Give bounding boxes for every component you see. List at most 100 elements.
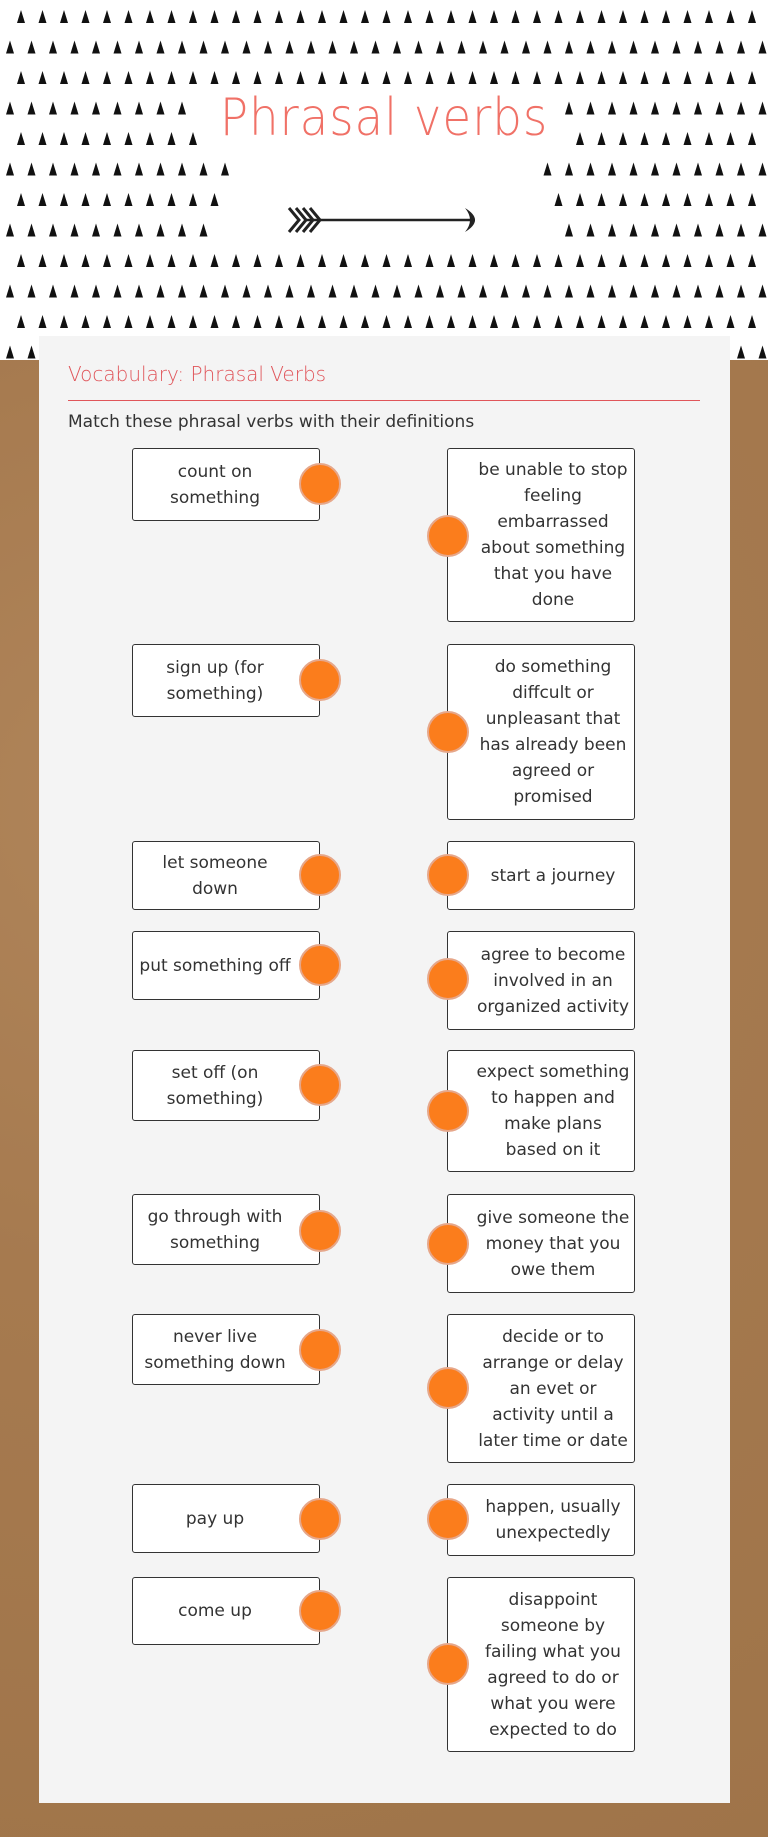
triangle-mark: [629, 40, 638, 54]
triangle-mark: [404, 10, 412, 23]
term-connector-handle[interactable]: [299, 944, 341, 986]
triangle-mark: [70, 101, 79, 115]
triangle-mark: [264, 40, 272, 54]
triangle-mark: [189, 10, 197, 23]
definition-connector-handle[interactable]: [427, 1498, 469, 1540]
triangle-mark: [468, 315, 477, 328]
triangle-mark: [608, 223, 616, 237]
term-label: come up: [178, 1601, 252, 1621]
term-connector-handle[interactable]: [299, 1064, 341, 1106]
definition-card[interactable]: be unable to stop feeling embarrassed ab…: [447, 448, 635, 622]
triangle-mark: [726, 132, 735, 145]
definition-connector-handle[interactable]: [427, 1090, 469, 1132]
triangle-mark: [447, 254, 455, 267]
triangle-mark: [113, 40, 122, 54]
term-connector-handle[interactable]: [299, 1590, 341, 1632]
definition-connector-handle[interactable]: [427, 711, 469, 753]
term-connector-handle[interactable]: [299, 1498, 341, 1540]
arrow-right-icon: [287, 207, 475, 233]
triangle-mark: [726, 193, 735, 206]
triangle-mark: [715, 101, 724, 115]
triangle-mark: [124, 10, 133, 23]
term-card[interactable]: count on something: [132, 448, 320, 521]
term-label: pay up: [185, 1508, 245, 1529]
definition-connector-handle[interactable]: [427, 1643, 469, 1685]
term-card[interactable]: set off (on something): [132, 1050, 320, 1121]
definition-connector-handle[interactable]: [427, 958, 469, 1000]
term-connector-handle[interactable]: [299, 854, 341, 896]
triangle-mark: [597, 193, 606, 206]
triangle-mark: [339, 10, 348, 23]
triangle-mark: [586, 40, 595, 54]
definition-card[interactable]: do something diffcult or unpleasant that…: [447, 644, 635, 820]
triangle-mark: [554, 71, 563, 84]
term-connector-handle[interactable]: [299, 659, 341, 701]
triangle-mark: [425, 315, 434, 328]
definition-card[interactable]: happen, usually unexpectedly: [447, 1484, 635, 1556]
term-card[interactable]: put something off: [132, 931, 320, 1000]
triangle-mark: [457, 40, 466, 54]
term-card[interactable]: go through with something: [132, 1194, 320, 1265]
definition-card[interactable]: disappoint someone by failing what you a…: [447, 1577, 635, 1752]
triangle-mark: [404, 315, 412, 328]
triangle-mark: [38, 71, 47, 84]
triangle-mark: [705, 254, 713, 267]
triangle-mark: [522, 284, 530, 298]
triangle-mark: [758, 101, 767, 115]
triangle-mark: [683, 71, 692, 84]
definition-card[interactable]: decide or to arrange or delay an evet or…: [447, 1314, 635, 1463]
triangle-mark: [715, 284, 724, 298]
term-connector-handle[interactable]: [299, 1210, 341, 1252]
triangle-mark: [543, 40, 552, 54]
triangle-mark: [705, 10, 713, 23]
triangle-mark: [27, 223, 36, 237]
triangle-mark: [565, 101, 573, 115]
triangle-mark: [533, 254, 541, 267]
term-card[interactable]: sign up (for something): [132, 644, 320, 717]
triangle-mark: [662, 315, 670, 328]
triangle-pattern-banner: [0, 0, 768, 360]
definition-card[interactable]: expect something to happen and make plan…: [447, 1050, 635, 1172]
triangle-mark: [371, 284, 380, 298]
term-connector-handle[interactable]: [299, 463, 341, 505]
triangle-mark: [103, 71, 111, 84]
triangle-mark: [576, 315, 584, 328]
definition-card[interactable]: give someone the money that you owe them: [447, 1194, 635, 1293]
triangle-mark: [81, 71, 90, 84]
definition-label: do something diffcult or unpleasant that…: [479, 657, 627, 807]
triangle-mark: [178, 101, 186, 115]
triangle-mark: [113, 223, 122, 237]
definition-card[interactable]: start a journey: [447, 841, 635, 910]
definition-connector-handle[interactable]: [427, 515, 469, 557]
triangle-mark: [393, 40, 401, 54]
triangle-mark: [60, 315, 68, 328]
triangle-mark: [189, 193, 197, 206]
definition-label: agree to become involved in an organized…: [476, 944, 630, 1017]
triangle-mark: [629, 162, 638, 176]
definition-card[interactable]: agree to become involved in an organized…: [447, 931, 635, 1030]
triangle-mark: [737, 40, 745, 54]
triangle-mark: [232, 315, 240, 328]
term-label: put something off: [139, 955, 291, 976]
triangle-mark: [318, 10, 326, 23]
triangle-mark: [135, 101, 143, 115]
divider: [68, 400, 700, 401]
triangle-mark: [27, 284, 36, 298]
triangle-mark: [619, 254, 627, 267]
term-card[interactable]: never live something down: [132, 1314, 320, 1385]
triangle-mark: [565, 284, 573, 298]
definition-connector-handle[interactable]: [427, 854, 469, 896]
term-card[interactable]: come up: [132, 1577, 320, 1645]
triangle-mark: [49, 40, 57, 54]
triangle-mark: [328, 284, 337, 298]
term-card[interactable]: pay up: [132, 1484, 320, 1553]
definition-connector-handle[interactable]: [427, 1367, 469, 1409]
triangle-mark: [27, 40, 36, 54]
triangle-mark: [189, 71, 197, 84]
triangle-mark: [705, 71, 713, 84]
triangle-mark: [597, 315, 606, 328]
term-connector-handle[interactable]: [299, 1329, 341, 1371]
definition-connector-handle[interactable]: [427, 1223, 469, 1265]
term-card[interactable]: let someone down: [132, 841, 320, 910]
triangle-mark: [382, 10, 391, 23]
